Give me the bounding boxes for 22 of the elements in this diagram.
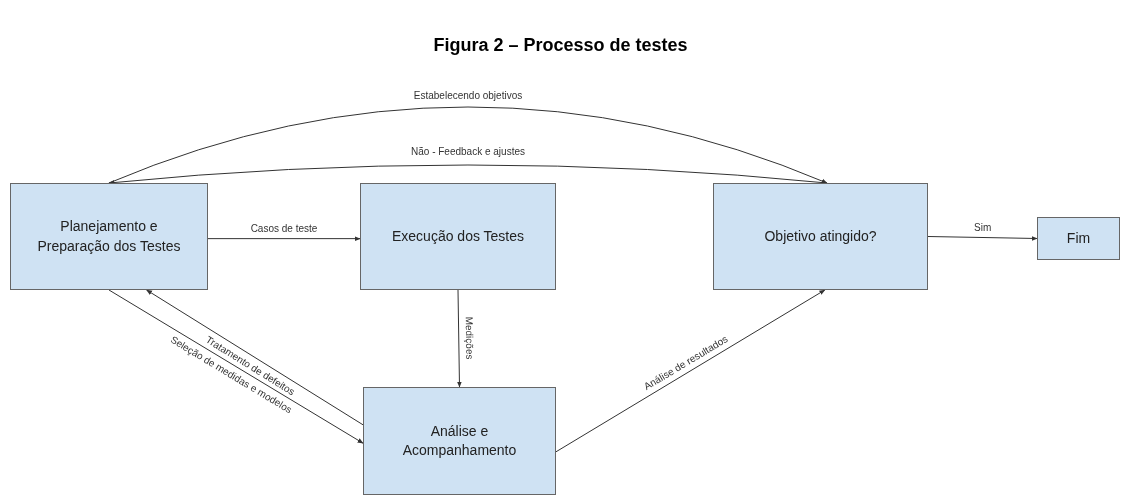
- process-box: [10, 183, 208, 290]
- arrow: [146, 289, 364, 426]
- box-label: Execução dos Testes: [391, 226, 524, 246]
- edge-label: Não - Feedback e ajustes: [409, 147, 527, 157]
- figure-title: Figura 2 – Processo de testes: [433, 34, 688, 57]
- edge-label: Estabelecendo objetivos: [411, 91, 525, 101]
- process-box: [1037, 217, 1120, 260]
- edge-label: Casos de teste: [248, 223, 320, 234]
- arrow: [457, 289, 462, 388]
- box-label: Objetivo atingido?: [764, 226, 877, 246]
- edge-label: Medições: [463, 314, 475, 362]
- process-box: [363, 387, 556, 495]
- box-label: Análise e Acompanhamento: [401, 421, 518, 460]
- arrow: [207, 236, 361, 242]
- arrow: [927, 236, 1038, 241]
- arrow: [108, 289, 364, 444]
- process-box: [713, 183, 928, 290]
- process-box: [360, 183, 556, 290]
- arrow: [555, 289, 826, 453]
- box-label: Fim: [1066, 228, 1091, 248]
- edge-label: Sim: [972, 222, 994, 233]
- box-label: Planejamento e Preparação dos Testes: [36, 217, 182, 256]
